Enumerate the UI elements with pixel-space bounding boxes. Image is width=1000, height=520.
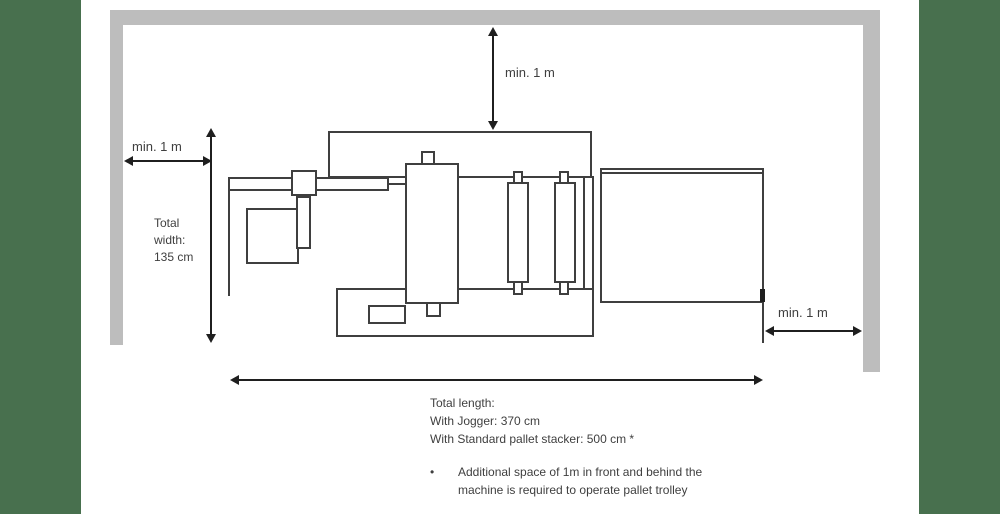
right-clearance-arrow-line — [772, 330, 855, 332]
left-clearance-arrowhead-right — [203, 156, 212, 166]
right-wall — [863, 25, 880, 372]
total-length-arrowhead-left — [230, 375, 239, 385]
left-wall — [110, 25, 123, 345]
left-clearance-label: min. 1 m — [132, 139, 182, 154]
total-width-arrowhead-up — [206, 128, 216, 137]
right-clearance-label: min. 1 m — [778, 305, 828, 320]
machine-top-band — [328, 131, 592, 178]
total-length-jogger: With Jogger: 370 cm — [430, 414, 541, 428]
total-length-text: Total length: With Jogger: 370 cm With S… — [430, 394, 634, 448]
roller1-bottom-pin — [513, 281, 523, 295]
stacker-edge-mark — [760, 289, 765, 302]
feed-block — [291, 170, 317, 196]
right-matte-bar — [919, 0, 1000, 514]
jogger-arm-extension — [387, 176, 407, 185]
jogger-support-leg — [228, 191, 230, 296]
total-width-arrow-line — [210, 135, 212, 336]
footnote-bullet: • — [430, 465, 435, 479]
pallet-stacker-table — [600, 168, 764, 303]
jogger-side-box — [246, 208, 299, 264]
roller2-bottom-pin — [559, 281, 569, 295]
footnote-line1: Additional space of 1m in front and behi… — [458, 465, 703, 479]
total-width-line1: Total — [154, 216, 180, 230]
feed-column — [296, 196, 311, 249]
left-clearance-arrow-line — [131, 160, 204, 162]
top-clearance-arrowhead-down — [488, 121, 498, 130]
top-wall — [110, 10, 880, 25]
total-width-label: Total width: 135 cm — [154, 215, 193, 266]
roller1 — [507, 182, 529, 283]
footnote-line2: machine is required to operate pallet tr… — [458, 483, 688, 497]
right-clearance-arrowhead-left — [765, 326, 774, 336]
right-clearance-arrowhead-right — [853, 326, 862, 336]
total-width-line3: 135 cm — [154, 250, 194, 264]
total-width-arrowhead-down — [206, 334, 216, 343]
roller2 — [554, 182, 576, 283]
top-clearance-arrowhead-up — [488, 27, 498, 36]
total-length-arrow-line — [237, 379, 756, 381]
main-column — [405, 163, 459, 304]
top-clearance-label: min. 1 m — [505, 65, 555, 80]
left-matte-bar — [0, 0, 81, 514]
total-length-stacker: With Standard pallet stacker: 500 cm * — [430, 432, 635, 446]
platform-inset-box — [368, 305, 406, 324]
total-length-title: Total length: — [430, 396, 495, 410]
top-clearance-arrow-line — [492, 33, 494, 123]
footnote-text: Additional space of 1m in front and behi… — [458, 463, 702, 499]
machine-right-channel — [583, 176, 594, 290]
total-width-line2: width: — [154, 233, 186, 247]
stacker-table-top-line — [602, 172, 762, 174]
total-length-arrowhead-right — [754, 375, 763, 385]
left-clearance-arrowhead-left — [124, 156, 133, 166]
stacker-extension-line — [762, 303, 764, 343]
